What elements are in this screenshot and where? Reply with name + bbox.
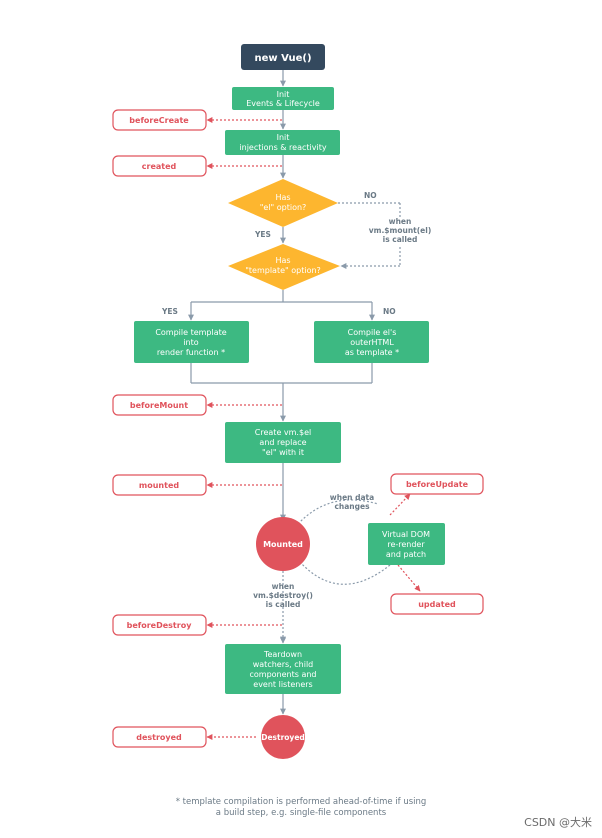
hook-destroyed: destroyed [112, 726, 207, 748]
teardown-node: Teardown watchers, child components and … [225, 644, 341, 694]
has-template-line-2: "template" option? [245, 266, 321, 275]
footnote-line-1: * template compilation is performed ahea… [175, 797, 427, 807]
teardown-line-2: watchers, child [253, 660, 314, 669]
connector-labels: NO YES when vm.$mount(el) is called YES … [161, 191, 431, 609]
no-el-branch [338, 202, 401, 269]
virtual-dom-node: Virtual DOM re-render and patch [368, 523, 445, 565]
footnote: * template compilation is performed ahea… [0, 797, 602, 819]
compile-template-line-1: Compile template [155, 328, 226, 337]
compile-el-line-3: as template * [345, 348, 399, 357]
hook-before-mount-label: beforeMount [130, 401, 188, 410]
virtual-dom-line-2: re-render [387, 540, 425, 549]
hook-updated: updated [390, 593, 484, 615]
hook-created: created [112, 155, 207, 177]
mounted-circle: Mounted [256, 517, 310, 571]
label-when-destroy-1: when [272, 582, 295, 591]
hook-created-label: created [142, 162, 177, 171]
compile-el-line-1: Compile el's [348, 328, 397, 337]
has-el-line-1: Has [275, 193, 290, 202]
hook-updated-label: updated [418, 600, 456, 609]
label-when-mount-2: vm.$mount(el) [369, 226, 432, 235]
hook-before-create-label: beforeCreate [129, 116, 189, 125]
init-events-node: Init Events & Lifecycle [232, 87, 334, 110]
hook-before-destroy: beforeDestroy [112, 614, 207, 636]
virtual-dom-line-3: and patch [386, 550, 426, 559]
label-no-template: NO [383, 307, 396, 316]
init-injections-line-2: injections & reactivity [239, 143, 326, 152]
compile-template-line-3: render function * [157, 348, 225, 357]
destroyed-circle: Destroyed [261, 715, 305, 759]
watermark: CSDN @大米 [524, 816, 592, 829]
mounted-circle-label: Mounted [263, 540, 303, 549]
teardown-line-3: components and [249, 670, 316, 679]
has-el-line-2: "el" option? [260, 203, 307, 212]
init-events-line-2: Events & Lifecycle [246, 99, 320, 108]
label-when-mount-1: when [389, 217, 412, 226]
create-el-node: Create vm.$el and replace "el" with it [225, 422, 341, 463]
label-no-el: NO [364, 191, 377, 200]
update-loop [297, 499, 391, 585]
hook-destroyed-label: destroyed [136, 733, 182, 742]
init-injections-line-1: Init [277, 133, 290, 142]
hook-before-create: beforeCreate [112, 109, 207, 131]
has-template-line-1: Has [275, 256, 290, 265]
label-when-data-2: changes [334, 502, 370, 511]
label-when-destroy-3: is called [266, 600, 301, 609]
label-yes-el: YES [254, 230, 271, 239]
teardown-line-4: event listeners [253, 680, 312, 689]
init-events-line-1: Init [277, 90, 290, 99]
label-when-destroy-2: vm.$destroy() [253, 591, 313, 600]
label-when-data-1: when data [330, 493, 374, 502]
new-vue-label: new Vue() [254, 53, 311, 64]
new-vue-node: new Vue() [241, 44, 325, 70]
hook-before-update: beforeUpdate [390, 473, 484, 495]
hook-mounted-label: mounted [139, 481, 179, 490]
hook-connectors [206, 117, 421, 740]
create-el-line-2: and replace [259, 438, 306, 447]
footnote-line-2: a build step, e.g. single-file component… [215, 808, 387, 818]
create-el-line-3: "el" with it [262, 448, 304, 457]
hook-before-update-label: beforeUpdate [406, 480, 469, 489]
init-injections-node: Init injections & reactivity [225, 130, 340, 155]
hook-before-destroy-label: beforeDestroy [127, 621, 193, 630]
compile-el-line-2: outerHTML [350, 338, 394, 347]
main-connectors [188, 70, 375, 715]
compile-template-line-2: into [183, 338, 198, 347]
hook-mounted: mounted [112, 474, 207, 496]
has-template-decision: Has "template" option? [228, 244, 340, 290]
teardown-line-1: Teardown [263, 650, 302, 659]
compile-template-node: Compile template into render function * [134, 321, 249, 363]
virtual-dom-line-1: Virtual DOM [382, 530, 430, 539]
destroyed-circle-label: Destroyed [261, 733, 305, 742]
has-el-decision: Has "el" option? [228, 179, 338, 227]
label-yes-template: YES [161, 307, 178, 316]
hook-before-mount: beforeMount [112, 394, 207, 416]
compile-el-node: Compile el's outerHTML as template * [314, 321, 429, 363]
label-when-mount-3: is called [383, 235, 418, 244]
create-el-line-1: Create vm.$el [255, 428, 311, 437]
